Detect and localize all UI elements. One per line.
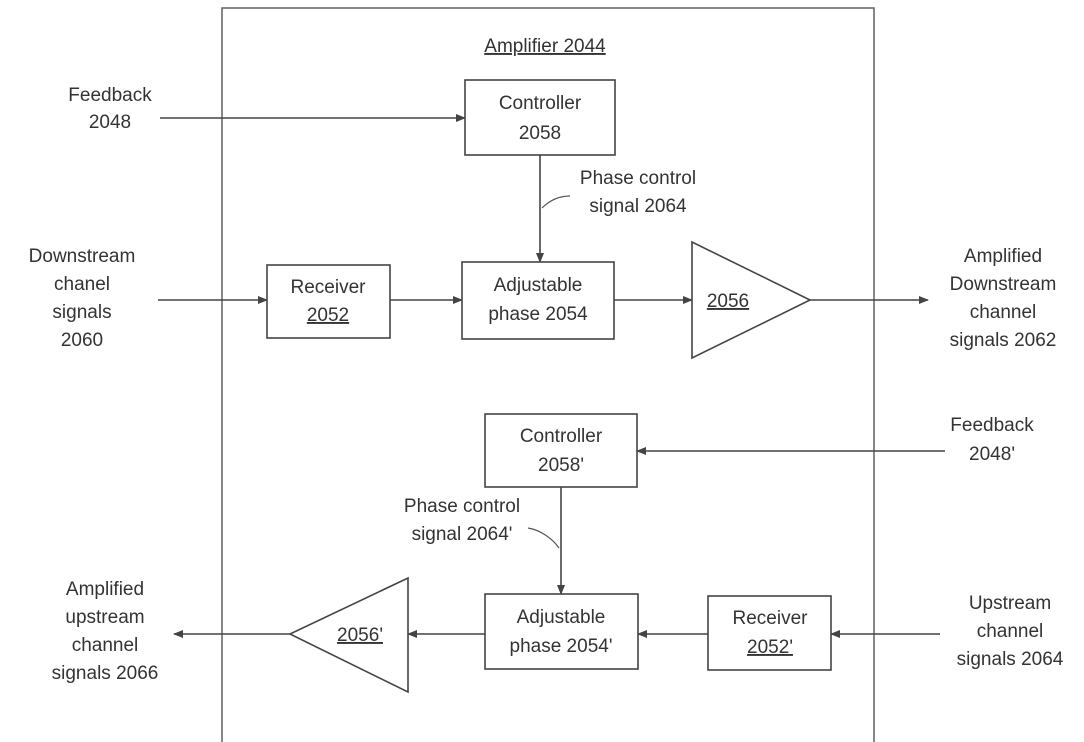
svg-text:Feedback: Feedback [68, 85, 152, 106]
downstream-amplifier-label: 2056 [707, 291, 749, 312]
svg-text:signals 2066: signals 2066 [52, 663, 159, 684]
downstream-controller-box [464, 79, 616, 156]
svg-text:channel: channel [977, 621, 1044, 642]
downstream-controller-label: Controller 2058 [499, 93, 582, 144]
svg-text:2048: 2048 [89, 112, 131, 133]
svg-text:signal 2064': signal 2064' [412, 524, 513, 545]
upstream-input-label: Upstream channel signals 2064 [957, 593, 1064, 670]
downstream-feedback-label: Feedback 2048 [68, 85, 152, 133]
svg-text:channel: channel [970, 302, 1037, 323]
downstream-receiver-box [266, 264, 391, 339]
downstream-input-label: Downstream chanel signals 2060 [29, 246, 136, 351]
upstream-controller-label: Controller 2058' [520, 426, 603, 476]
upstream-controller-box [484, 413, 638, 488]
svg-text:Feedback: Feedback [950, 415, 1034, 436]
upstream-receiver-label: Receiver 2052' [733, 608, 809, 658]
svg-text:Amplified: Amplified [66, 579, 144, 600]
upstream-feedback-label: Feedback 2048' [950, 415, 1034, 465]
svg-text:Downstream: Downstream [950, 274, 1057, 295]
svg-text:2058: 2058 [519, 123, 561, 144]
downstream-adjustable-phase-box [461, 261, 615, 340]
upstream-phase-control-leader [527, 527, 560, 549]
svg-text:2052: 2052 [307, 305, 349, 326]
svg-text:signals 2064: signals 2064 [957, 649, 1064, 670]
svg-text:Receiver: Receiver [733, 608, 809, 629]
svg-text:Controller: Controller [499, 93, 582, 114]
svg-text:chanel: chanel [54, 274, 110, 295]
svg-text:Upstream: Upstream [969, 593, 1051, 614]
upstream-output-label: Amplified upstream channel signals 2066 [52, 579, 159, 684]
svg-text:phase 2054: phase 2054 [488, 304, 588, 325]
svg-text:2060: 2060 [61, 330, 103, 351]
downstream-receiver-label: Receiver 2052 [291, 277, 367, 326]
downstream-phase-control-label: Phase control signal 2064 [580, 168, 696, 217]
svg-text:Downstream: Downstream [29, 246, 136, 267]
svg-text:2052': 2052' [747, 637, 793, 658]
downstream-amplifier-triangle [691, 240, 812, 360]
svg-text:2058': 2058' [538, 455, 584, 476]
svg-text:Amplified: Amplified [964, 246, 1042, 267]
svg-text:Controller: Controller [520, 426, 603, 447]
svg-text:Phase control: Phase control [404, 496, 520, 517]
downstream-output-label: Amplified Downstream channel signals 206… [950, 246, 1057, 351]
svg-text:signals 2062: signals 2062 [950, 330, 1057, 351]
amplifier-title: Amplifier 2044 [484, 36, 606, 57]
upstream-receiver-box [707, 595, 832, 671]
svg-text:upstream: upstream [65, 607, 144, 628]
upstream-phase-control-label: Phase control signal 2064' [404, 496, 520, 545]
svg-text:signals: signals [52, 302, 111, 323]
upstream-amplifier-label: 2056' [337, 625, 383, 646]
svg-text:phase 2054': phase 2054' [510, 636, 613, 657]
downstream-phase-control-leader [541, 195, 571, 209]
svg-text:signal 2064: signal 2064 [589, 196, 687, 217]
svg-text:Phase control: Phase control [580, 168, 696, 189]
downstream-adjustable-phase-label: Adjustable phase 2054 [488, 275, 588, 325]
svg-text:Adjustable: Adjustable [517, 607, 606, 628]
svg-text:Adjustable: Adjustable [494, 275, 583, 296]
svg-text:Receiver: Receiver [291, 277, 367, 298]
upstream-adjustable-phase-label: Adjustable phase 2054' [510, 607, 613, 657]
svg-text:2048': 2048' [969, 444, 1015, 465]
amplifier-frame [221, 7, 875, 742]
svg-text:channel: channel [72, 635, 139, 656]
upstream-adjustable-phase-box [484, 593, 639, 670]
